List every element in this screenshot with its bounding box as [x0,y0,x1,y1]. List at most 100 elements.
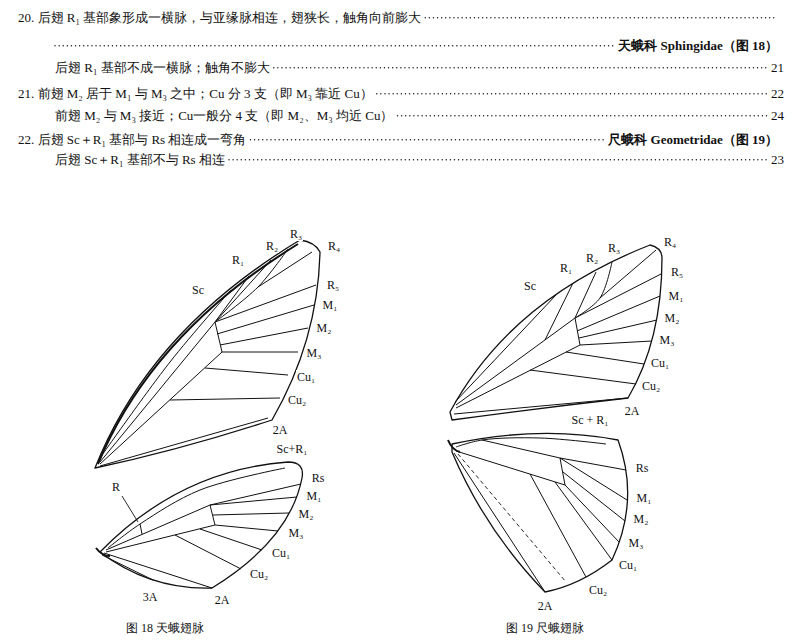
vein-label: M₁ [306,489,323,503]
vein-label: R₄ [663,235,677,249]
wing-vein [175,535,241,569]
wing-vein [210,505,215,525]
wing-vein [210,484,301,505]
figure-caption: 图 18 天蛾翅脉 [126,621,204,635]
wing-vein [575,262,612,318]
leader-dots [250,139,604,140]
vein-label: Cu₂ [641,379,661,393]
wing-vein [210,497,297,505]
vein-label: 2A [272,423,289,437]
vein-label: Sc + R₁ [571,413,610,427]
wing-vein [482,440,560,458]
wing-vein [205,368,288,375]
wing-vein [170,398,280,400]
sphingid-forewing-outline [95,240,320,468]
vein-label: R₃ [607,241,621,255]
couplet-number: 23 [771,152,784,168]
vein-label: Rs [311,471,326,485]
key-couplet-text: 22. 后翅 Sc＋R₁ 基部与 Rs 相连成一弯角 [18,132,246,148]
wing-base [96,440,460,556]
wing-vein [222,352,298,353]
wing-vein [530,474,586,577]
leader-dots [425,17,776,18]
vein-label: R [111,480,121,494]
wing-vein [104,553,212,588]
wing-vein [555,482,612,560]
leader-dots [397,115,767,116]
wing-vein [454,453,545,592]
vein-label: Cu₂ [249,567,269,581]
vein-label: R₂ [585,251,599,265]
wing-vein [215,276,249,322]
family-name: 天蛾科 Sphingidae（图 18） [618,38,778,54]
wing-vein [566,352,644,364]
vein-label: M₁ [322,298,339,312]
leader-dots [229,159,767,160]
wing-vein [563,472,625,521]
vein-label: M₃ [306,346,323,360]
wing-vein [200,529,262,550]
wing-vein [102,555,153,580]
sphingid-hindwing-outline [100,462,302,588]
key-couplet-text: 后翅 R₁ 基部不成一横脉；触角不膨大 [55,60,270,76]
vein-label: Sc [523,279,537,293]
geometrid-forewing-outline [450,245,662,420]
family-name: 尺蛾科 Geometridae（图 19） [608,132,778,148]
couplet-number: 22 [771,86,784,102]
wing-vein [215,285,316,322]
key-couplet-text: 21. 前翅 M₂ 居于 M₁ 与 M₃ 之中；Cu 分 3 支（即 M₃ 靠近… [18,86,373,102]
wing-vein [560,458,627,500]
vein-label: Cu₂ [287,393,307,407]
r-leader-line [122,496,138,522]
geometrid-hindwing-outline [452,433,628,592]
wing-vein [258,252,312,287]
vein-label: M₂ [298,507,315,521]
key-couplet-text: 前翅 M₂ 与 M₃ 接近；Cu一般分 4 支（即 M₂、M₃ 均近 Cu） [55,108,393,124]
wing-vein [100,352,222,464]
costal-thickening [98,244,298,464]
vein-label: R₃ [289,227,303,241]
vein-label: R₁ [559,261,573,275]
wing-vein [215,260,271,322]
vein-label: M₃ [659,333,676,347]
wing-vein [530,370,636,384]
vein-label: Cu₁ [650,356,670,370]
dashed-vein [458,454,566,582]
vein-label: Sc+R₁ [276,442,309,456]
vein-label: 2A [214,593,231,607]
wing-vein [100,290,231,458]
vein-label: R₅ [670,265,684,279]
wing-vein [575,274,661,318]
wing-vein [100,322,215,462]
wing-vein [215,249,288,322]
vein-label: R₂ [265,239,279,253]
wing-vein [140,524,142,534]
wing-vein [106,525,215,552]
wing-vein [577,296,660,331]
couplet-number: 21 [771,60,784,76]
vein-label: Cu₁ [618,558,638,572]
wing-vein [575,318,580,345]
leader-dots [377,93,767,94]
vein-label: Cu₁ [271,546,291,560]
vein-label: Cu₂ [588,583,608,597]
vein-label: M₁ [636,491,653,505]
leader-dots [55,45,614,46]
wing-vein [454,398,628,414]
wing-vein [456,345,580,408]
vein-label: M₃ [628,536,645,550]
vein-label: 2A [537,599,554,613]
vein-label: R₁ [231,253,245,267]
vein-label: M₂ [316,321,333,335]
vein-label: Sc [191,283,205,297]
vein-label: 2A [624,404,641,418]
vein-label: Rs [635,461,650,475]
wing-vein [456,451,565,485]
wing-vein [455,295,556,402]
wing-vein [456,318,575,405]
wing-vein [560,458,565,485]
wing-vein [215,322,222,352]
vein-label: Cu₁ [296,370,316,384]
vein-label: M₂ [664,311,681,325]
vein-label: 3A [142,590,159,604]
